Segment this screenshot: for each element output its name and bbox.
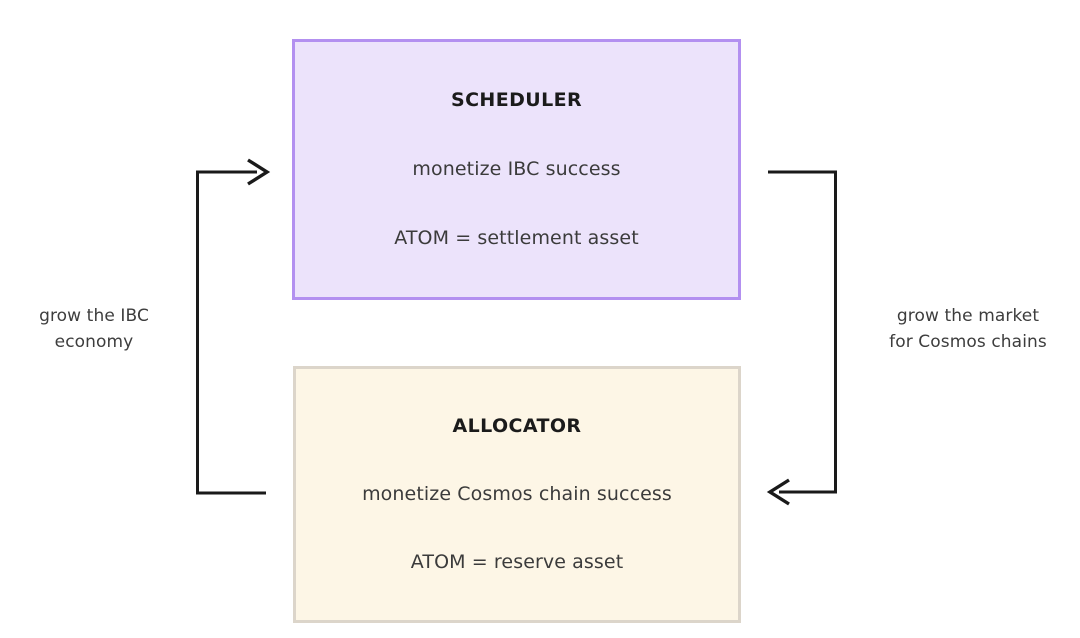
node-allocator-line-2: ATOM = reserve asset bbox=[410, 551, 624, 573]
node-allocator-title: ALLOCATOR bbox=[452, 415, 582, 437]
edge-label-grow-the-market-for-cosmos-chains: grow the market for Cosmos chains bbox=[889, 306, 1047, 352]
node-allocator[interactable]: ALLOCATOR monetize Cosmos chain success … bbox=[293, 366, 741, 623]
node-scheduler-title: SCHEDULER bbox=[450, 89, 583, 111]
node-scheduler-line-1: monetize IBC success bbox=[412, 158, 621, 180]
edge-label-grow-the-ibc-economy: grow the IBC economy bbox=[39, 306, 149, 352]
node-scheduler-line-2: ATOM = settlement asset bbox=[394, 227, 639, 249]
node-scheduler[interactable]: SCHEDULER monetize IBC success ATOM = se… bbox=[292, 39, 741, 300]
arrow-allocator-to-scheduler bbox=[196, 158, 271, 495]
node-allocator-line-1: monetize Cosmos chain success bbox=[362, 483, 672, 505]
arrow-scheduler-to-allocator bbox=[766, 170, 837, 506]
